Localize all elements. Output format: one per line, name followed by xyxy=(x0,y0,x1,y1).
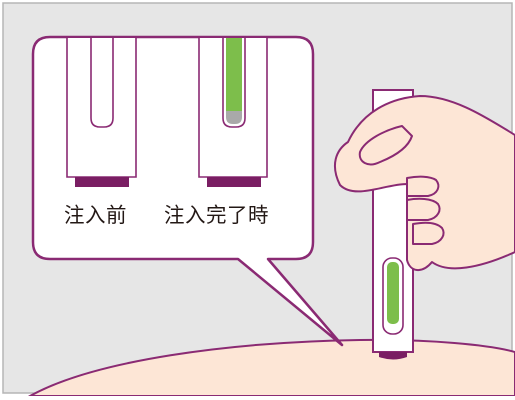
label-before-injection: 注入前 xyxy=(64,203,127,227)
finger-1 xyxy=(406,175,440,197)
device-before-injection xyxy=(66,38,137,187)
finger-3 xyxy=(412,221,445,245)
thumb xyxy=(358,125,413,166)
green-indicator xyxy=(226,38,242,111)
device-base xyxy=(75,177,129,187)
label-after-injection: 注入完了時 xyxy=(164,203,269,227)
pen-base xyxy=(379,352,407,360)
gray-stopper xyxy=(226,111,242,124)
device-base xyxy=(207,177,261,187)
finger-2 xyxy=(406,197,441,221)
device-after-injection xyxy=(198,38,268,187)
pen-green-indicator xyxy=(387,262,399,324)
empty-indicator-window xyxy=(90,38,114,128)
hand xyxy=(333,95,515,271)
